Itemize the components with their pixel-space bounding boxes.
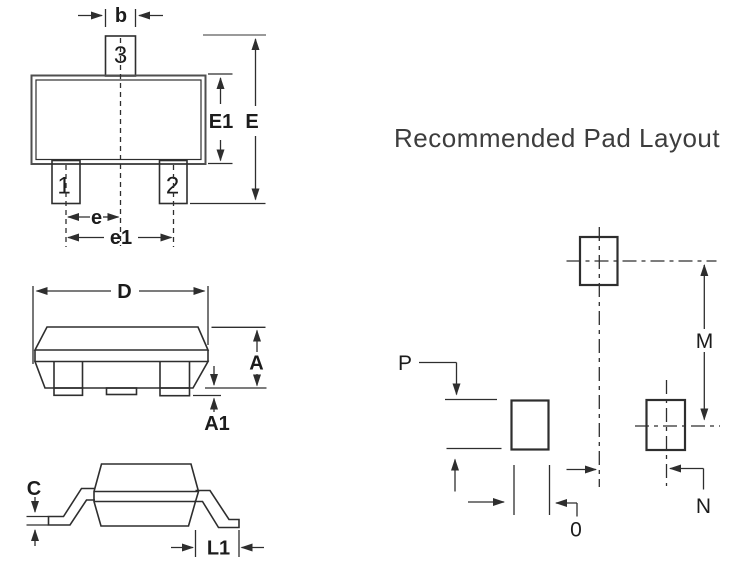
dim-L1-label: L1 (207, 538, 230, 560)
body-end-outline (93, 463, 200, 527)
side-view: D A A1 (32, 281, 267, 435)
dim-E-label: E (245, 111, 258, 133)
top-view: b 3 1 2 E1 E e e1 (30, 5, 266, 249)
body-outer (30, 74, 207, 165)
end-view: C L1 (26, 463, 264, 560)
dim-A-label: A (249, 353, 263, 375)
dim-N-label: N (696, 495, 711, 518)
lead1-foot (53, 387, 84, 397)
pad-layout-title: Recommended Pad Layout (394, 123, 720, 153)
lead3-tab (105, 387, 138, 396)
dim-O-label: 0 (570, 519, 582, 542)
gullwing-lead-right (194, 489, 240, 529)
pad-left (510, 399, 550, 451)
dim-D-label: D (117, 281, 131, 303)
pad-right (645, 398, 687, 452)
pad-layout: Recommended Pad Layout M N P 0 (394, 123, 720, 542)
pin1-label: 1 (57, 173, 70, 200)
body-top-face (33, 326, 210, 351)
pin2-label: 2 (166, 173, 179, 200)
dim-P-label: P (398, 352, 412, 375)
dim-A1-label: A1 (204, 413, 230, 435)
dim-b-label: b (115, 5, 127, 27)
gullwing-lead-left (47, 487, 95, 526)
dim-e1-label: e1 (110, 227, 132, 249)
lead2-foot (159, 387, 191, 397)
body-lower (33, 360, 210, 389)
dim-M-label: M (696, 330, 714, 353)
dim-E1-label: E1 (209, 111, 233, 133)
pin3-label: 3 (114, 42, 127, 69)
dim-C-label: C (27, 478, 41, 500)
body-inner (35, 79, 202, 161)
dim-e-label: e (91, 207, 102, 229)
